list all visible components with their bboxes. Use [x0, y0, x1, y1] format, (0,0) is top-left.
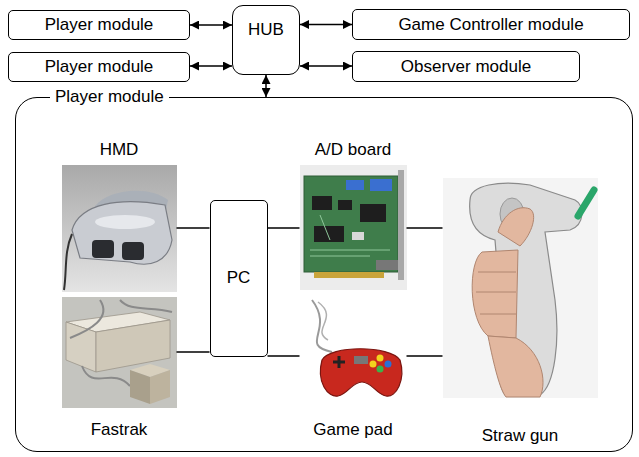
connector-line: [268, 227, 300, 229]
device-photo: HMD: [62, 140, 177, 292]
hmd-photo-part: [64, 234, 72, 290]
fastrak-photo-part: [70, 300, 103, 338]
fastrak-photo-part: [150, 370, 170, 404]
ad-board-photo-part: [352, 232, 364, 240]
ad-board-photo: [300, 165, 407, 290]
ad-board-photo-part: [346, 180, 364, 190]
straw-gun-photo-part: [443, 178, 598, 398]
hmd-photo-part: [122, 242, 144, 260]
pc-box: PC: [210, 200, 268, 357]
box-label: Observer module: [401, 57, 531, 77]
game-pad-photo-part: [354, 356, 368, 364]
straw-gun-photo-part: [488, 336, 543, 397]
game-pad-photo-part: [320, 349, 401, 396]
ad-board-photo-part: [304, 176, 398, 272]
box-label: Player module: [45, 15, 154, 35]
device-photo: A/D board: [300, 140, 407, 292]
ad-board-photo-part: [310, 215, 390, 256]
fastrak-photo: [62, 297, 177, 408]
module-box: Game Controller module: [352, 9, 630, 40]
game-pad-photo-part: [385, 361, 392, 368]
fastrak-photo-part: [62, 297, 177, 408]
ad-board-photo-part: [300, 165, 407, 290]
device-label: Game pad: [313, 420, 392, 440]
fastrak-photo-part: [120, 300, 172, 312]
module-box: Player module: [8, 10, 190, 40]
hmd-photo-part: [72, 202, 172, 264]
hmd-photo-part: [95, 215, 155, 229]
ad-board-photo-part: [376, 260, 398, 270]
game-pad-photo-part: [333, 356, 345, 368]
connector-line: [177, 351, 210, 353]
game-pad-photo-part: [300, 297, 407, 408]
connector-line: [190, 65, 232, 67]
game-pad-photo-part: [370, 361, 377, 368]
straw-gun-photo-part: [472, 250, 518, 338]
connector-line: [300, 24, 352, 26]
hub-box: HUB: [232, 5, 300, 75]
box-label: Game Controller module: [398, 15, 583, 35]
connector-line: [300, 65, 352, 67]
game-pad-photo-part: [377, 366, 384, 373]
region-heading: Player module: [50, 87, 169, 107]
ad-board-photo-part: [338, 200, 352, 210]
box-label: Player module: [45, 57, 154, 77]
fastrak-photo-part: [66, 322, 96, 372]
hmd-photo: [62, 165, 177, 292]
ad-board-photo-part: [398, 170, 404, 280]
ad-board-photo-part: [370, 179, 392, 191]
hmd-photo-part: [92, 240, 114, 258]
ad-board-photo-part: [314, 272, 384, 278]
ad-board-photo-part: [314, 226, 344, 242]
device-photo: Game pad: [300, 297, 407, 440]
straw-gun-photo-part: [476, 272, 516, 314]
box-label: HUB: [248, 20, 284, 40]
device-label: Fastrak: [91, 420, 148, 440]
device-label: Straw gun: [482, 426, 559, 446]
ad-board-photo-part: [312, 196, 332, 210]
fastrak-photo-part: [130, 370, 150, 404]
game-pad-photo: [300, 297, 407, 408]
fastrak-photo-part: [96, 320, 170, 372]
connector-line: [407, 227, 443, 229]
module-box: Player module: [8, 52, 190, 82]
connector-line: [265, 75, 267, 97]
fastrak-photo-part: [82, 366, 130, 386]
straw-gun-photo: [443, 178, 598, 398]
straw-gun-photo-part: [578, 190, 594, 216]
connector-line: [407, 355, 443, 357]
device-label: HMD: [100, 140, 139, 160]
device-label: A/D board: [315, 140, 392, 160]
ad-board-photo-part: [360, 204, 386, 222]
connector-line: [268, 355, 300, 357]
device-photo: Fastrak: [62, 297, 177, 440]
connector-line: [190, 24, 232, 26]
connector-line: [177, 227, 210, 229]
game-pad-photo-part: [377, 355, 384, 362]
box-label: PC: [227, 268, 251, 288]
game-pad-photo-part: [318, 302, 328, 340]
game-pad-photo-part: [312, 300, 332, 352]
module-region: Player moduleHMDPCA/D boardStraw gunFast…: [15, 97, 633, 452]
straw-gun-photo-part: [498, 208, 534, 246]
hmd-photo-part: [62, 165, 177, 292]
module-box: Observer module: [352, 51, 580, 82]
device-photo: Straw gun: [443, 178, 598, 446]
